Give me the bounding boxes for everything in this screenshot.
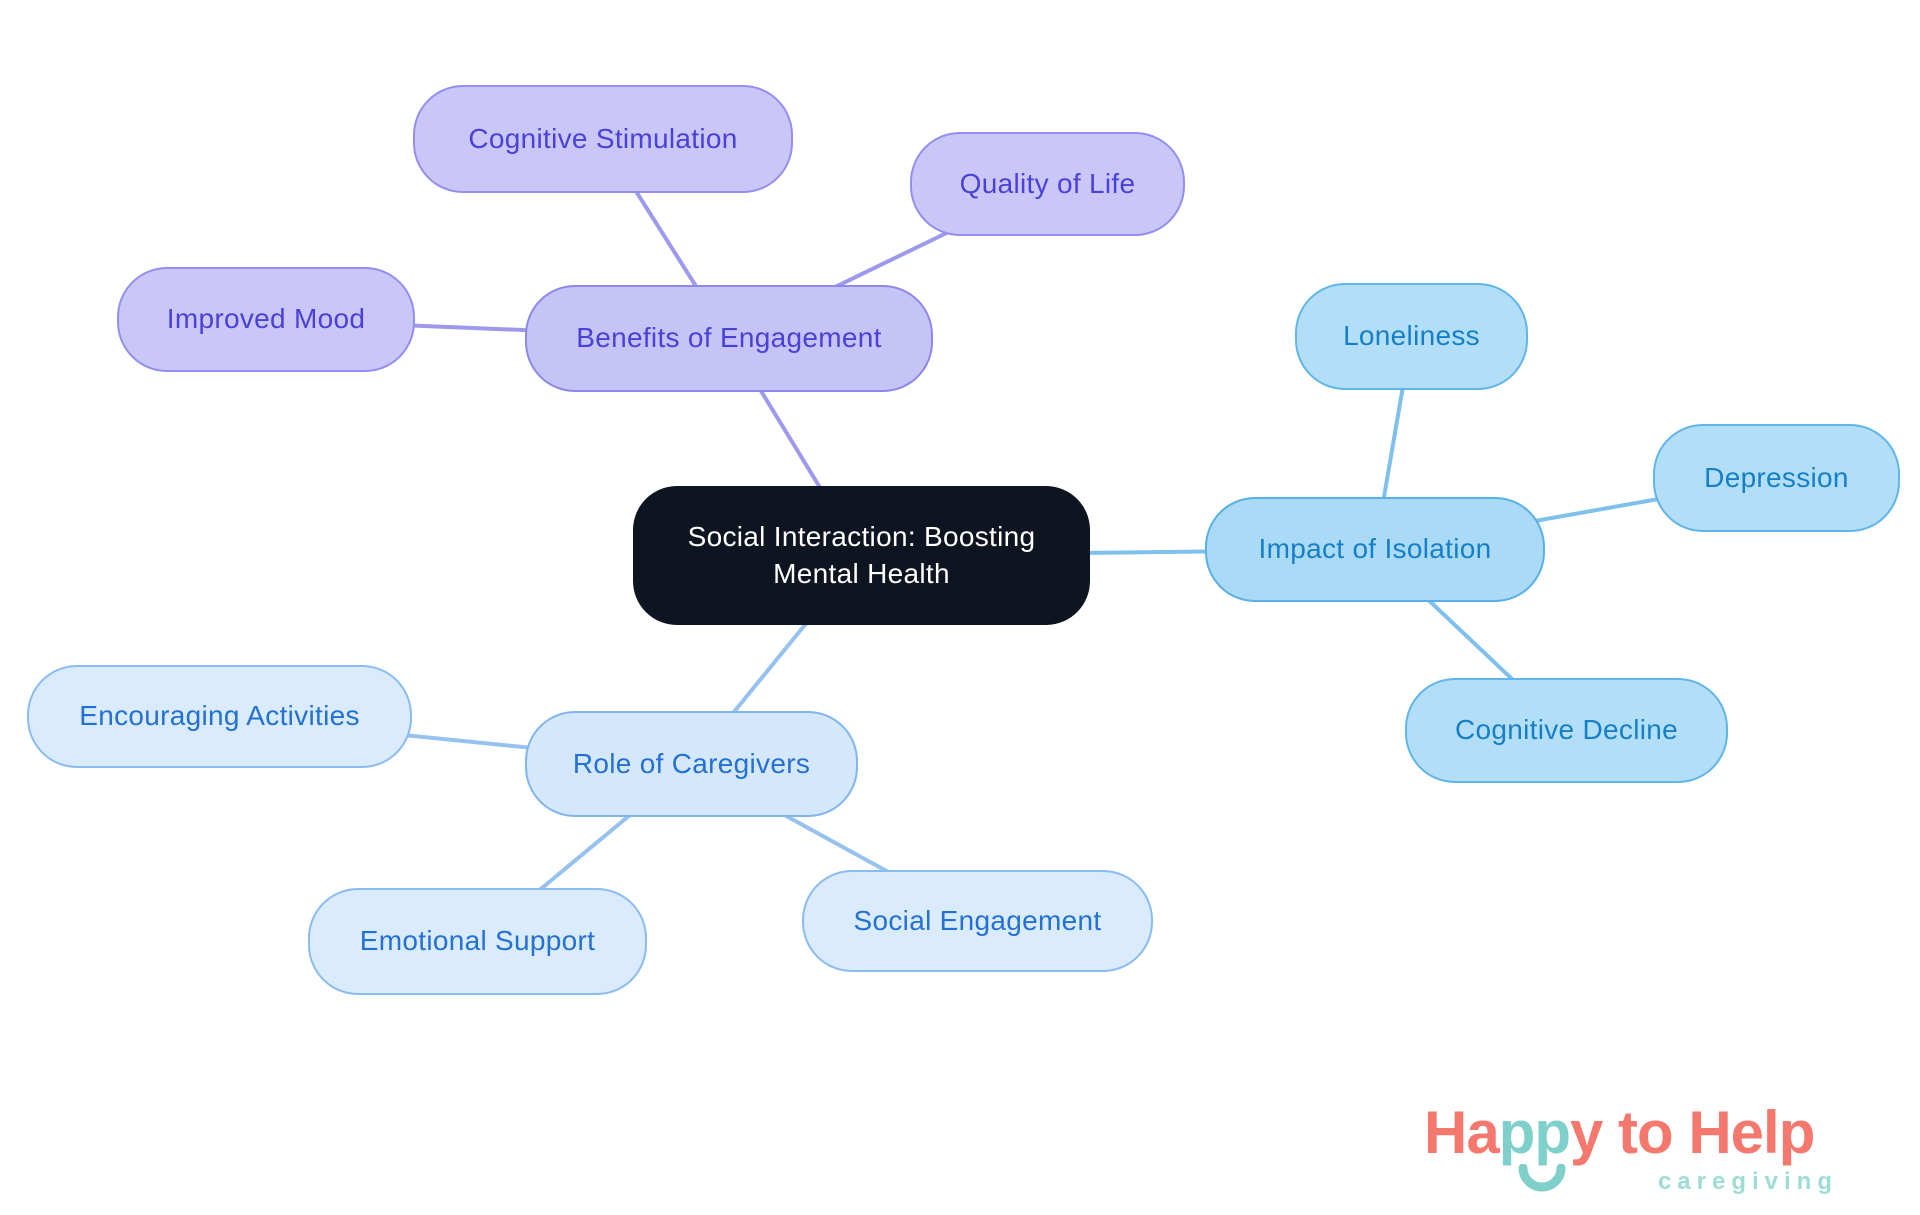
node-label: Depression [1704,461,1849,493]
node-label: Loneliness [1343,320,1480,352]
node-label: Cognitive Decline [1455,714,1678,746]
mindmap-node-cognitive-decline: Cognitive Decline [1405,678,1728,783]
node-label: Quality of Life [959,167,1136,199]
mindmap-node-role-of-caregivers: Role of Caregivers [525,711,858,817]
mindmap-node-benefits-of-engagement: Benefits of Engagement [525,285,933,392]
mindmap-node-loneliness: Loneliness [1295,283,1528,390]
logo-wordmark: Happy to Help [1424,1098,1815,1167]
happy-to-help-logo: Happy to Help caregiving [1420,1098,1890,1210]
mindmap-node-depression: Depression [1653,424,1900,532]
node-label: Improved Mood [166,303,366,335]
node-label: Role of Caregivers [572,747,811,779]
logo-text-coral-2: y to Help [1570,1099,1815,1166]
node-label: Cognitive Stimulation [468,122,738,154]
mindmap-node-cognitive-stimulation: Cognitive Stimulation [413,85,793,193]
mindmap-node-encouraging-activities: Encouraging Activities [27,665,412,768]
mindmap-node-social-engagement: Social Engagement [802,870,1153,972]
mindmap-node-emotional-support: Emotional Support [308,888,647,995]
mindmap-node-quality-of-life: Quality of Life [910,132,1185,236]
logo-text-coral-1: Ha [1424,1099,1500,1166]
node-label: Impact of Isolation [1258,533,1492,565]
mindmap-node-impact-of-isolation: Impact of Isolation [1205,497,1545,602]
mindmap-node-improved-mood: Improved Mood [117,267,415,372]
node-label: Encouraging Activities [79,700,360,732]
smile-icon [1518,1164,1566,1192]
node-label: Social Engagement [853,904,1102,936]
node-label: Benefits of Engagement [576,322,882,354]
node-label: Emotional Support [359,925,596,957]
logo-text-teal: pp [1498,1099,1571,1166]
logo-tagline: caregiving [1657,1168,1838,1195]
